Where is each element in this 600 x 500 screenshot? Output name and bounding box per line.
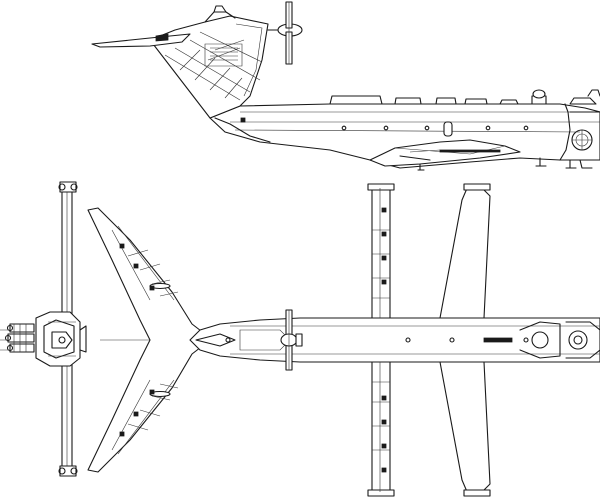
front-engines	[0, 323, 35, 353]
side-wing-underside	[369, 139, 521, 167]
top-view	[87, 183, 600, 497]
side-propeller	[267, 1, 303, 65]
top-fuselage	[189, 317, 600, 363]
side-view	[91, 1, 600, 171]
side-tail-fin	[149, 15, 269, 119]
top-propeller	[280, 309, 303, 371]
front-view	[0, 181, 87, 477]
